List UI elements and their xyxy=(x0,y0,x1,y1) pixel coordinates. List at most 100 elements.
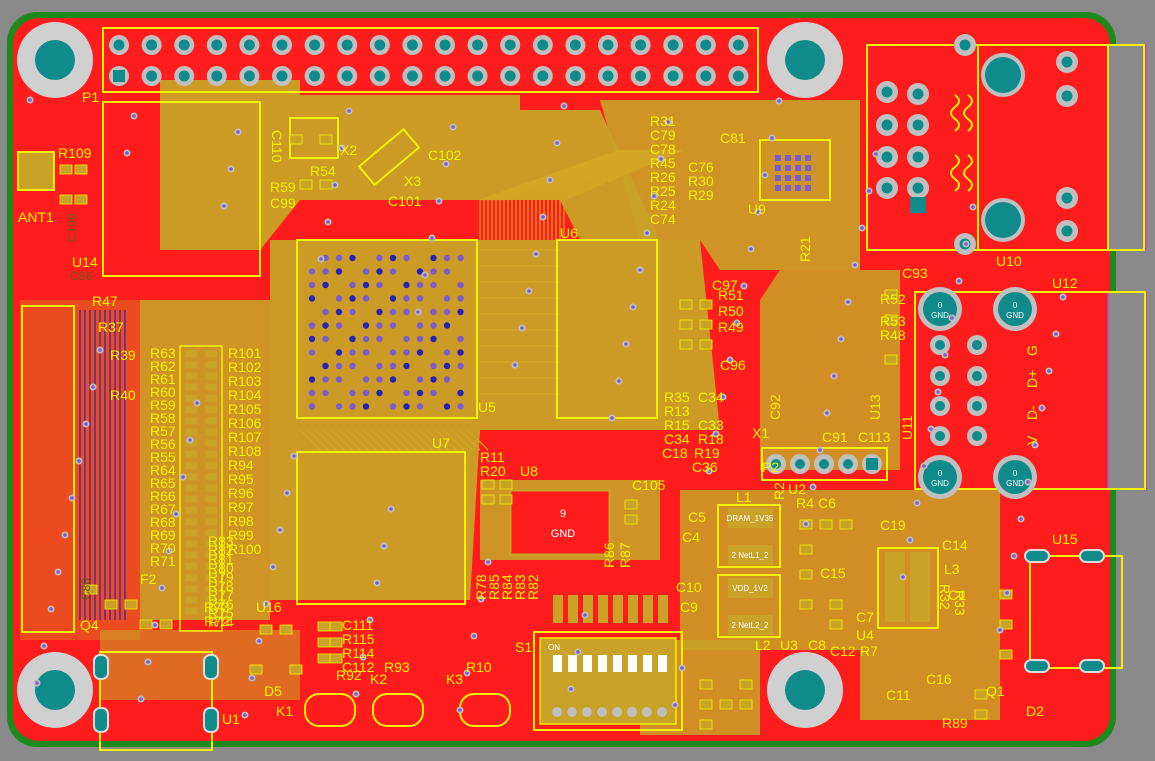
resistor-label: R81 xyxy=(208,551,234,567)
label-l2: L2 xyxy=(755,637,771,653)
label-c78: C78 xyxy=(650,141,676,157)
resistor-label: R83 xyxy=(208,533,234,549)
label-r86: R86 xyxy=(601,542,617,568)
label-c101: C101 xyxy=(388,193,422,209)
mount-hole-icon xyxy=(17,22,93,98)
k2-button[interactable] xyxy=(372,693,424,727)
label-r49: R49 xyxy=(718,319,744,335)
mount-hole-icon xyxy=(17,652,93,728)
k3-button[interactable] xyxy=(459,693,511,727)
label-r35: R35 xyxy=(664,389,690,405)
label-u10: U10 xyxy=(996,253,1022,269)
inductors[interactable]: DRAM_1V35 2 NetL1_2 VDD_1V2 2 NetL2_2 xyxy=(717,504,939,638)
label-c102: C102 xyxy=(428,147,462,163)
u5-bga-vias xyxy=(308,254,464,410)
resistor-label: R56 xyxy=(150,436,176,452)
label-d5: D5 xyxy=(264,683,282,699)
resistor-label: R105 xyxy=(228,401,262,417)
label-r52: R52 xyxy=(880,291,906,307)
resistor-label: R98 xyxy=(228,513,254,529)
label-c15: C15 xyxy=(820,565,846,581)
silkscreen-labels: P1 ANT1 R109 C109 U14 C110 X2 C102 X3 C1… xyxy=(18,89,1078,731)
gnd-net-label: GND xyxy=(551,528,576,540)
x3-outline[interactable] xyxy=(357,127,421,187)
u1-micro-usb[interactable] xyxy=(93,651,219,751)
label-r26: R26 xyxy=(650,169,676,185)
label-x1: X1 xyxy=(752,425,769,441)
resistor-label: R69 xyxy=(150,527,176,543)
svg-text:ON: ON xyxy=(548,643,560,652)
label-u14: U14 xyxy=(72,254,98,270)
resistor-label: R61 xyxy=(150,371,176,387)
lcd-connector[interactable] xyxy=(21,305,75,633)
label-r31: R31 xyxy=(650,113,676,129)
label-r21: R21 xyxy=(797,236,813,262)
resistor-label: R75 xyxy=(208,605,234,621)
label-r54: R54 xyxy=(310,163,336,179)
p1-header[interactable] xyxy=(102,27,759,93)
label-c105: C105 xyxy=(632,477,666,493)
label-r13: R13 xyxy=(664,403,690,419)
resistor-label: R108 xyxy=(228,443,262,459)
u10-rj45[interactable] xyxy=(866,34,1145,255)
ant1-pad[interactable] xyxy=(17,151,55,191)
label-r87: R87 xyxy=(617,542,633,568)
label-r10: R10 xyxy=(466,659,492,675)
label-p1: P1 xyxy=(82,89,99,105)
s1-dip-switch[interactable]: ON xyxy=(533,595,683,731)
u8-regulator[interactable]: 9 GND xyxy=(508,488,612,557)
label-p2: P2 xyxy=(762,459,779,475)
label-c14: C14 xyxy=(942,537,968,553)
resistor-label: R94 xyxy=(228,457,254,473)
u15-connector[interactable] xyxy=(1024,549,1123,673)
label-r48: R48 xyxy=(880,327,906,343)
label-r73: R73 xyxy=(204,599,230,615)
label-r24: R24 xyxy=(650,197,676,213)
label-u3: U3 xyxy=(780,637,798,653)
label-u11: U11 xyxy=(899,415,915,440)
label-r115: R115 xyxy=(342,631,375,647)
p2-header[interactable] xyxy=(761,447,888,481)
u5-soc-outline[interactable] xyxy=(296,239,478,419)
label-c33: C33 xyxy=(698,417,724,433)
label-r32: R32 xyxy=(937,584,953,610)
resistor-label: R71 xyxy=(150,553,176,569)
buttons[interactable] xyxy=(304,693,511,727)
label-r33: R33 xyxy=(952,590,968,616)
label-u16: U16 xyxy=(256,599,282,615)
resistor-label: R67 xyxy=(150,501,176,517)
label-k2: K2 xyxy=(370,671,387,687)
svg-text:2 NetL2_2: 2 NetL2_2 xyxy=(732,621,769,630)
u14-outline[interactable] xyxy=(102,101,261,277)
label-c18: C18 xyxy=(662,445,688,461)
label-r11: R11 xyxy=(480,449,505,465)
label-r59: R59 xyxy=(270,179,296,195)
u7-outline[interactable] xyxy=(296,451,466,605)
label-c74: C74 xyxy=(650,211,676,227)
usb-pin-v: V xyxy=(1024,435,1040,445)
resistor-label: R62 xyxy=(150,358,176,374)
label-c34b: C34 xyxy=(664,431,690,447)
label-c92: C92 xyxy=(767,394,783,420)
label-c10: C10 xyxy=(676,579,702,595)
label-u4: U4 xyxy=(856,627,874,643)
label-c91: C91 xyxy=(822,429,848,445)
smd-pads xyxy=(26,96,1067,730)
label-r30: R30 xyxy=(688,173,714,189)
u6-outline[interactable] xyxy=(556,239,658,419)
usb-pin-g: G xyxy=(1024,345,1040,356)
label-r93: R93 xyxy=(384,659,410,675)
usb-keepout xyxy=(1107,291,1147,490)
routing-traces xyxy=(79,149,684,620)
u9-outline[interactable] xyxy=(759,139,831,201)
resistor-label: R64 xyxy=(150,462,176,478)
pin-header-icon xyxy=(109,35,749,86)
label-c76: C76 xyxy=(688,159,714,175)
resistor-label: R106 xyxy=(228,415,262,431)
resistor-label: R100 xyxy=(228,541,262,557)
resistor-label: R58 xyxy=(150,410,176,426)
k1-button[interactable] xyxy=(304,693,356,727)
label-r47: R47 xyxy=(92,293,118,309)
